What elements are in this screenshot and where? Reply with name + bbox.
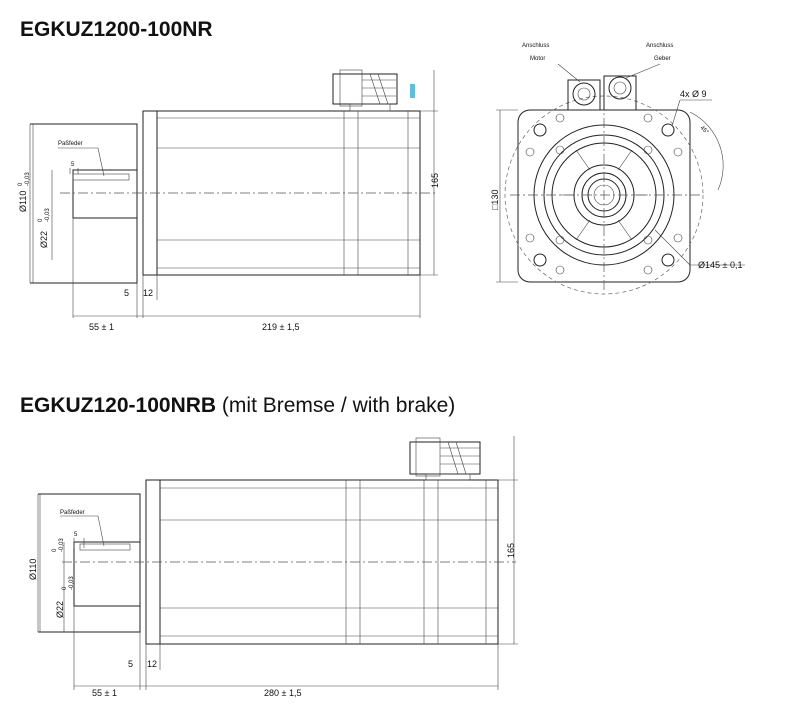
passfeder-label-top: Paßfeder <box>58 141 83 147</box>
body-len-bottom: 280 ± 1,5 <box>264 688 301 698</box>
accent-marker <box>410 84 415 98</box>
hole-bl <box>533 253 547 267</box>
hole-br <box>661 253 675 267</box>
shaft-small-tol-b-top: -0,03 <box>45 208 51 222</box>
connector-top <box>332 69 398 112</box>
flange-5-bottom: 5 <box>128 659 133 669</box>
shaft-outline-bottom <box>38 493 141 633</box>
title-bottom-main: EGKUZ120-100NRB <box>20 394 217 417</box>
flange-5-top: 5 <box>124 288 129 298</box>
shaft-dia-bottom: Ø110 <box>28 559 38 580</box>
shaft-tol-a-bottom: 0 <box>52 548 58 552</box>
height-bottom: 165 <box>506 543 516 558</box>
body-len-top: 219 ± 1,5 <box>262 322 299 332</box>
front-view: Anschluss Motor Anschluss Geber 4x Ø 9 4… <box>490 43 745 295</box>
conn-motor-2: Motor <box>530 56 545 62</box>
shaft-step-bottom <box>73 541 141 607</box>
connector-bottom <box>409 437 481 481</box>
bolt-circle-label: Ø145 ± 0,1 <box>698 260 742 270</box>
title-bottom: EGKUZ120-100NRB (mit Bremse / with brake… <box>20 394 455 418</box>
hole-tr <box>661 123 675 137</box>
shaft-small-tol-a-bottom: 0 <box>62 586 68 590</box>
shaft-dia-top: Ø110 <box>18 191 28 212</box>
shaft-small-tol-b-bottom: -0,03 <box>69 576 75 590</box>
shaft-small-tol-a-top: 0 <box>38 218 44 222</box>
title-top: EGKUZ1200-100NR <box>20 18 213 41</box>
holes-label: 4x Ø 9 <box>680 89 707 99</box>
key-bottom <box>79 543 131 551</box>
conn-motor-1: Anschluss <box>522 43 549 49</box>
passfeder-label-bottom: Paßfeder <box>60 510 85 516</box>
square-label: □130 <box>490 190 500 210</box>
shaft-tol-b-top: -0,03 <box>25 172 31 186</box>
hole-tl <box>533 123 547 137</box>
title-bottom-sub: (mit Bremse / with brake) <box>216 394 456 417</box>
shaft-small-top: Ø22 <box>39 231 49 248</box>
front-connectors <box>567 75 637 111</box>
shaft-len-bottom: 55 ± 1 <box>92 688 117 698</box>
conn-geber-2: Geber <box>654 56 671 62</box>
shaft-tol-a-top: 0 <box>18 182 24 186</box>
side-view-bottom: Paßfeder 5 Ø110 0 -0,03 Ø22 0 -0,03 <box>28 436 518 698</box>
angle-label: 45° <box>699 125 710 136</box>
shaft-len-top: 55 ± 1 <box>89 322 114 332</box>
key-width-bottom: 5 <box>74 532 78 538</box>
key-width-top: 5 <box>71 162 75 168</box>
side-view-top: Paßfeder 5 Ø110 0 -0,03 Ø22 0 -0,03 <box>18 69 440 332</box>
flange-12-bottom: 12 <box>147 659 157 669</box>
shaft-step-top <box>72 169 138 219</box>
flange-12-top: 12 <box>143 288 153 298</box>
conn-geber-1: Anschluss <box>646 43 673 49</box>
height-top: 165 <box>430 173 440 188</box>
shaft-small-bottom: Ø22 <box>55 601 65 618</box>
shaft-tol-b-bottom: -0,03 <box>59 538 65 552</box>
key-top <box>72 173 130 181</box>
